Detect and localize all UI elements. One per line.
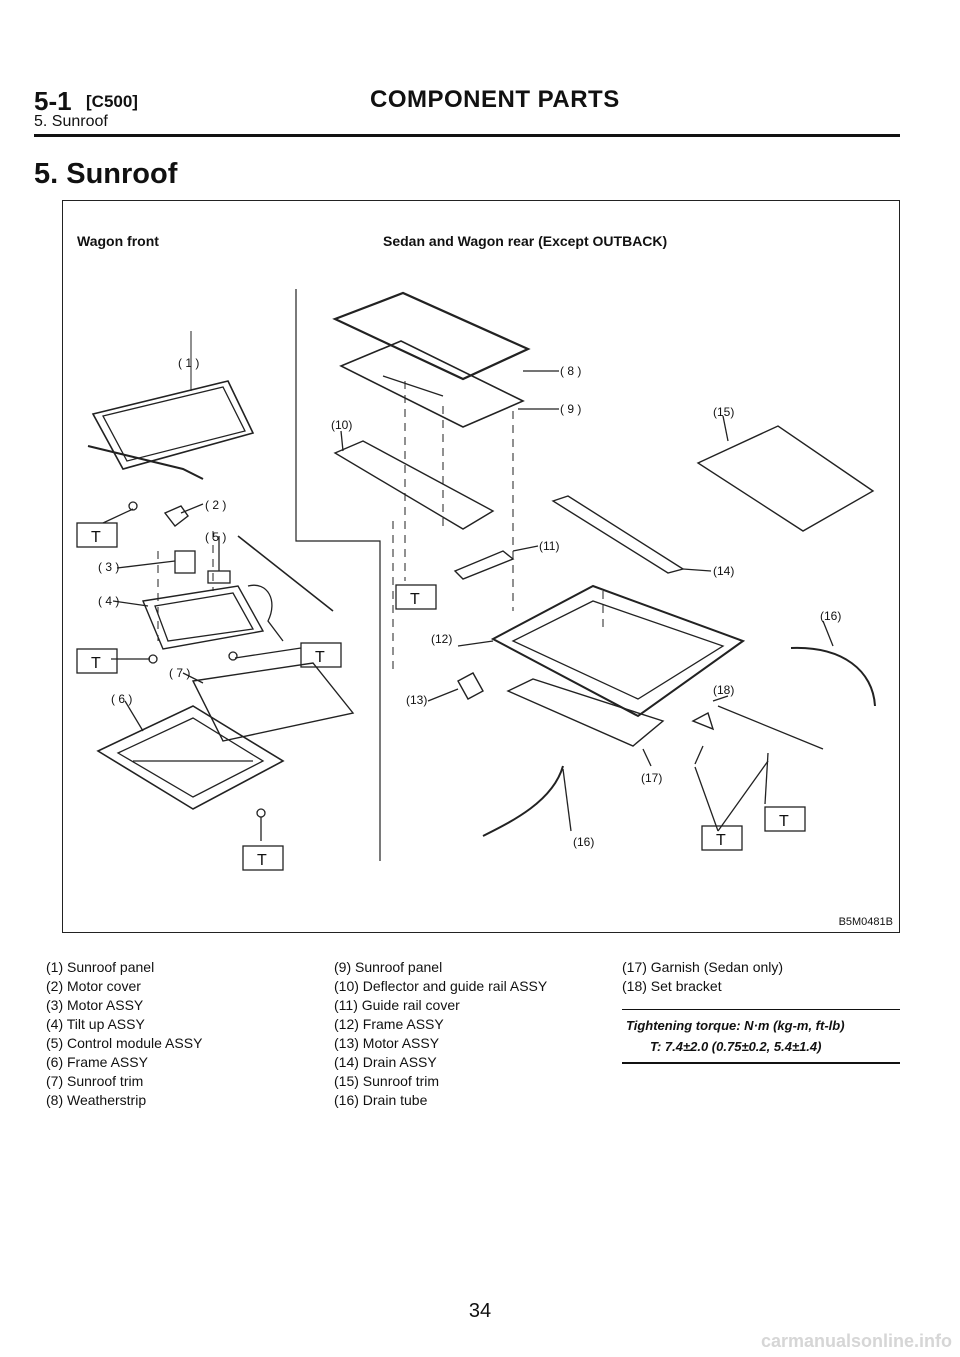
- callout-2: ( 2 ): [205, 498, 226, 512]
- legend-item: (4) Tilt up ASSY: [46, 1016, 145, 1032]
- part-2-motor-cover: [163, 505, 189, 527]
- part-3-motor: [174, 550, 196, 574]
- part-1-sunroof-panel: [87, 380, 255, 480]
- callout-15: (15): [713, 405, 734, 419]
- figure-code: B5M0481B: [838, 916, 893, 928]
- torque-heading: Tightening torque: N·m (kg-m, ft-lb): [626, 1018, 845, 1033]
- page-number: 34: [468, 1300, 492, 1322]
- part-7-sunroof-trim: [191, 662, 355, 742]
- callout-16: (16): [573, 835, 594, 849]
- callout-17: (17): [641, 771, 662, 785]
- callout-1: ( 1 ): [178, 356, 199, 370]
- legend-item: (13) Motor ASSY: [334, 1035, 440, 1051]
- callout-16: (16): [820, 609, 841, 623]
- legend-item: (2) Motor cover: [46, 978, 141, 994]
- callout-3: ( 3 ): [98, 560, 119, 574]
- torque-marker: T: [779, 813, 789, 830]
- part-16-drain-tube-right: [790, 646, 876, 707]
- callout-13: (13): [406, 693, 427, 707]
- part-4-tilt-up: [142, 585, 265, 650]
- diagram-drawing: T T T T T T T ( 1 ) ( 2 ) ( 3 ) ( 4 ) ( …: [76, 289, 876, 871]
- legend-item: (6) Frame ASSY: [46, 1054, 148, 1070]
- legend-item: (10) Deflector and guide rail ASSY: [334, 978, 548, 994]
- part-10-deflector: [333, 440, 495, 530]
- torque-value: T: 7.4±2.0 (0.75±0.2, 5.4±1.4): [650, 1039, 822, 1054]
- legend-item: (1) Sunroof panel: [46, 959, 155, 975]
- legend-item: (5) Control module ASSY: [46, 1035, 203, 1051]
- legend-item: (14) Drain ASSY: [334, 1054, 437, 1070]
- page-heading: 5. Sunroof: [34, 158, 178, 190]
- callout-8: ( 8 ): [560, 364, 581, 378]
- torque-marker: T: [91, 529, 101, 546]
- callout-11: (11): [539, 539, 559, 553]
- header-title: COMPONENT PARTS: [370, 86, 620, 113]
- part-16-drain-tube-left: [482, 765, 564, 837]
- part-8-weatherstrip: [332, 291, 531, 381]
- callout-6: ( 6 ): [111, 692, 132, 706]
- callout-4: ( 4 ): [98, 594, 119, 608]
- part-14-drain: [551, 495, 685, 574]
- part-6-frame: [96, 705, 285, 810]
- legend-item: (9) Sunroof panel: [334, 959, 443, 975]
- callout-14: (14): [713, 564, 734, 578]
- section-code: [C500]: [86, 92, 138, 111]
- legend-item: (18) Set bracket: [622, 978, 722, 994]
- header-subtitle: 5. Sunroof: [34, 113, 108, 130]
- legend-column-2: (9) Sunroof panel (10) Deflector and gui…: [334, 958, 547, 1110]
- legend-item: (15) Sunroof trim: [334, 1073, 440, 1089]
- legend-item: (8) Weatherstrip: [46, 1092, 147, 1108]
- header-rule: [34, 134, 900, 137]
- watermark: carmanualsonline.info: [760, 1331, 952, 1351]
- part-5-control-module: [207, 570, 231, 584]
- label-sedan-wagon-rear: Sedan and Wagon rear (Except OUTBACK): [383, 233, 668, 249]
- torque-marker: T: [91, 655, 101, 672]
- legend-item: (7) Sunroof trim: [46, 1073, 144, 1089]
- torque-marker: T: [410, 591, 420, 608]
- legend-item: (11) Guide rail cover: [334, 997, 460, 1013]
- legend-item: (3) Motor ASSY: [46, 997, 144, 1013]
- torque-specification: Tightening torque: N·m (kg-m, ft-lb) T: …: [622, 1009, 900, 1064]
- part-15-sunroof-trim: [696, 425, 875, 532]
- part-11-guide-rail-cover: [453, 550, 515, 580]
- section-number: 5-1: [34, 86, 72, 116]
- callout-9: ( 9 ): [560, 402, 581, 416]
- callout-7: ( 7 ): [169, 666, 190, 680]
- part-13-motor: [457, 672, 484, 700]
- callout-5: ( 5 ): [205, 530, 226, 544]
- part-12-frame: [490, 584, 746, 718]
- legend-item: (12) Frame ASSY: [334, 1016, 444, 1032]
- legend-item: (16) Drain tube: [334, 1092, 428, 1108]
- torque-marker: T: [315, 649, 325, 666]
- legend-column-1: (1) Sunroof panel (2) Motor cover (3) Mo…: [46, 958, 202, 1110]
- callout-12: (12): [431, 632, 452, 646]
- callout-10: (10): [331, 418, 352, 432]
- torque-marker: T: [716, 832, 726, 849]
- label-wagon-front: Wagon front: [77, 233, 159, 249]
- part-9-sunroof-panel: [339, 340, 525, 428]
- part-18-set-bracket: [691, 711, 715, 731]
- part-17-garnish: [506, 678, 665, 747]
- torque-marker: T: [257, 852, 267, 869]
- exploded-diagram: Wagon front Sedan and Wagon rear (Except…: [62, 200, 900, 933]
- callout-18: (18): [713, 683, 734, 697]
- legend-column-3: (17) Garnish (Sedan only) (18) Set brack…: [622, 958, 783, 996]
- legend-item: (17) Garnish (Sedan only): [622, 959, 784, 975]
